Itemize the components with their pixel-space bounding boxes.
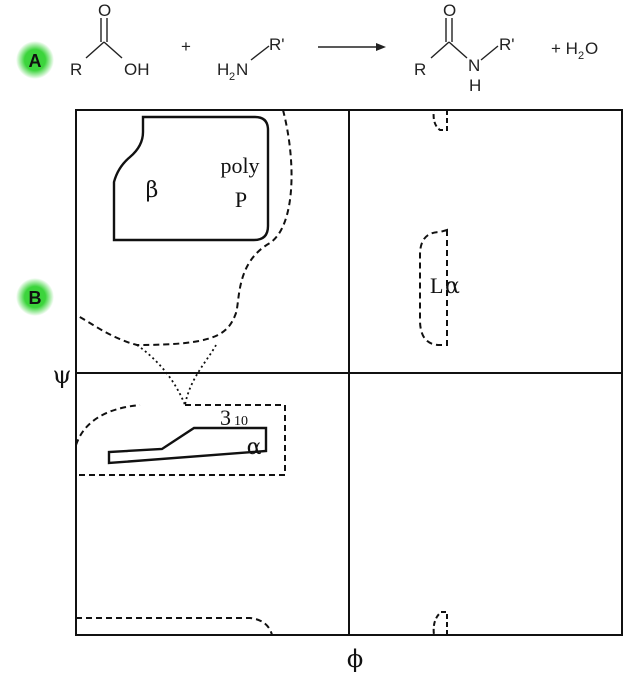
alpha-label: α <box>247 435 262 460</box>
poly-label: poly <box>220 153 259 178</box>
bond-n-r-product <box>480 45 499 61</box>
panel-b: B ϕ ψ β poly P 3 10 α L α <box>16 109 623 673</box>
amine-h-label: H <box>217 60 229 79</box>
bond-r-c-product <box>430 41 450 59</box>
beta-allowed-region <box>75 109 293 347</box>
carboxylic-acid <box>85 18 123 59</box>
top-notch-region <box>432 109 448 131</box>
bottom-notch-region <box>432 611 448 636</box>
amine-sub-2: 2 <box>229 71 235 83</box>
bond-n-r <box>250 45 270 61</box>
amine-rprime-label: R' <box>269 35 285 54</box>
amide-n-label: N <box>468 56 480 75</box>
acid-o-label: O <box>98 1 111 20</box>
bridge-dotted-left <box>136 344 186 406</box>
bridge-dotted-right <box>184 344 217 406</box>
phi-axis-label: ϕ <box>347 645 363 673</box>
badge-b-glow <box>16 278 54 316</box>
left-alpha-alpha-label: α <box>445 274 460 299</box>
panel-a: A R O OH + H 2 N R' R O <box>16 1 598 95</box>
beta-core-region <box>112 115 270 242</box>
alpha-allowed-region <box>75 404 286 476</box>
amide-product <box>430 18 499 61</box>
amide-r-label: R <box>414 60 426 79</box>
reaction-arrow <box>318 43 386 51</box>
three-ten-label: 3 <box>220 405 231 430</box>
amide-h-label: H <box>469 76 481 95</box>
acid-oh-label: OH <box>124 60 150 79</box>
left-alpha-l-label: L <box>430 273 443 298</box>
amide-rprime-label: R' <box>499 35 515 54</box>
alpha-core-region <box>107 426 268 465</box>
badge-a: A <box>29 51 42 71</box>
bond-c-oh <box>103 41 123 59</box>
plus-sign: + <box>181 37 191 56</box>
amine-n-label: N <box>236 60 248 79</box>
bottom-left-region <box>76 617 273 636</box>
polyp-p-label: P <box>235 187 247 212</box>
acid-r-label: R <box>70 60 82 79</box>
badge-a-glow <box>16 41 54 79</box>
bond-r-c <box>85 41 105 59</box>
water-o: O <box>585 39 598 58</box>
psi-axis-label: ψ <box>53 361 72 389</box>
three-ten-subscript: 10 <box>234 414 248 429</box>
water-plus-h: + H <box>551 39 578 58</box>
badge-b: B <box>29 288 42 308</box>
amide-o-label: O <box>443 1 456 20</box>
bond-c-n-product <box>448 41 468 59</box>
beta-label: β <box>146 178 159 203</box>
water-sub-2: 2 <box>578 50 584 62</box>
